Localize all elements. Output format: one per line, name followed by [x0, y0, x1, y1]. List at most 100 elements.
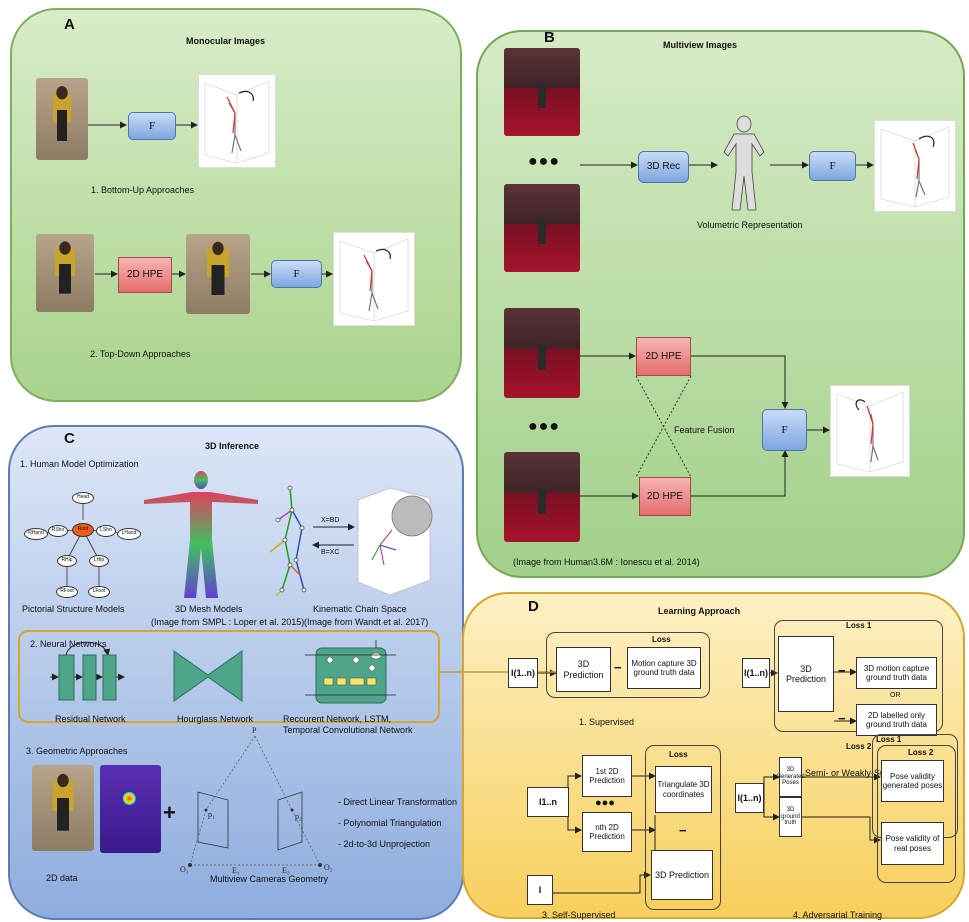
input-images-box: I(1..n) — [742, 658, 770, 688]
self-loss-box — [645, 745, 721, 910]
minus-sign: − — [838, 663, 846, 678]
geometric-approaches-label: 3. Geometric Approaches — [26, 746, 128, 756]
loss2-label: Loss 2 — [908, 748, 934, 757]
panel-b-title: Multiview Images — [663, 40, 738, 50]
smpl-mesh-image — [142, 470, 260, 600]
temporal-conv-label: Temporal Convolutional Network — [283, 725, 413, 735]
graph-node-lhip: LHip — [89, 555, 109, 567]
svg-text:P: P — [252, 726, 257, 735]
semi-supervised-label: 2. Semi- or Weakly-Supervised — [795, 768, 919, 778]
svg-text:p₁: p₁ — [208, 810, 215, 819]
graph-node-root: Root — [72, 523, 94, 537]
3d-rec-box: 3D Rec — [638, 151, 689, 183]
bottom-up-label: 1. Bottom-Up Approaches — [91, 185, 195, 195]
graph-node-head: Head — [72, 492, 94, 504]
loss-label: Loss — [669, 750, 688, 759]
multiview-photo — [504, 452, 580, 542]
adversarial-label: 4. Adversarial Training — [793, 910, 883, 920]
volumetric-label: Volumetric Representation — [697, 220, 803, 230]
kinematic-chain-label: Kinematic Chain Space — [313, 604, 407, 614]
human-model-optimization-label: 1. Human Model Optimization — [20, 459, 139, 469]
3d-prediction-box: 3D Prediction — [651, 850, 713, 900]
f-box: F — [128, 112, 176, 140]
graph-node-rhip: RHip — [57, 555, 77, 567]
2d-hpe-box: 2D HPE — [636, 337, 691, 376]
3d-pose-plot — [333, 232, 415, 326]
3d-pose-plot — [874, 120, 956, 212]
nth-2d-prediction-box: nth 2D Prediction — [582, 812, 632, 852]
human36m-citation: (Image from Human3.6M : Ionescu et al. 2… — [513, 557, 700, 567]
volumetric-mesh-image — [718, 112, 770, 214]
neural-networks-label: 2. Neural Networks — [30, 639, 107, 649]
f-box: F — [762, 409, 807, 451]
f-box: F — [271, 260, 322, 288]
more-views-dots: ●●● — [528, 153, 560, 170]
residual-network-label: Residual Network — [55, 714, 126, 724]
panel-d-letter: D — [528, 598, 539, 615]
svg-text:E₂: E₂ — [282, 866, 290, 875]
2d-labelled-gt-box: 2D labelled only ground truth data — [856, 704, 937, 736]
triangulate-box: Triangulate 3D coordinates — [655, 766, 712, 813]
3d-motion-gt-box: 3D motion capture ground truth data — [856, 657, 937, 689]
panel-c-letter: C — [64, 430, 75, 447]
1st-2d-prediction-box: 1st 2D Prediction — [582, 755, 632, 797]
input-images-box: I1..n — [527, 787, 569, 817]
loss1-label: Loss 1 — [846, 621, 872, 630]
plus-sign: + — [163, 800, 176, 825]
loss1-label: Loss 1 — [876, 735, 902, 744]
svg-text:O₁: O₁ — [180, 865, 189, 874]
2d-data-label: 2D data — [46, 873, 78, 883]
hourglass-network-label: Hourglass Network — [177, 714, 254, 724]
input-images-box: I(1..n) — [735, 783, 764, 813]
mesh-models-label: 3D Mesh Models — [175, 604, 243, 614]
graph-node-rfoot: RFoot — [56, 586, 78, 598]
3d-pose-plot — [198, 74, 276, 168]
pictorial-structure-label: Pictorial Structure Models — [22, 604, 125, 614]
panel-monocular — [10, 8, 462, 402]
neural-networks-box — [18, 630, 440, 723]
graph-node-lfoot: LFoot — [88, 586, 110, 598]
person-2d-photo — [32, 765, 94, 851]
motion-capture-gt-box: Motion capture 3D ground truth data — [627, 647, 701, 689]
polynomial-triangulation-label: - Polynomial Triangulation — [338, 818, 442, 828]
input-image-box: I — [527, 875, 553, 905]
minus-sign: − — [614, 660, 622, 675]
3d-pose-plot — [830, 385, 910, 477]
panel-c-title: 3D Inference — [205, 441, 260, 451]
3d-ground-truth-box: 3D ground truth — [779, 797, 802, 837]
loss-label: Loss — [652, 635, 671, 644]
heatmap-image — [100, 765, 161, 853]
input-images-box: I(1..n) — [508, 658, 538, 688]
xbd-label: X=BD — [321, 517, 340, 524]
minus-sign: − — [679, 823, 687, 838]
generated-poses-box: 3D Generated Poses — [776, 757, 805, 797]
panel-a-letter: A — [64, 16, 75, 33]
panel-d-title: Learning Approach — [658, 606, 741, 616]
loss2-box — [877, 745, 956, 883]
multiview-photo — [504, 308, 580, 398]
person-photo — [36, 78, 88, 160]
graph-node-rsho: RSho — [48, 525, 68, 537]
2d-hpe-box: 2D HPE — [118, 257, 172, 293]
more-views-dots: ●●● — [528, 418, 560, 435]
or-label: OR — [890, 692, 901, 699]
3d-prediction-box: 3D Prediction — [778, 636, 834, 712]
pose-validity-generated-box: Pose validity generated poses — [881, 760, 944, 802]
svg-text:O₂: O₂ — [324, 863, 333, 872]
supervised-loss-box — [546, 632, 710, 698]
svg-text:p₂: p₂ — [295, 812, 302, 821]
feature-fusion-label: Feature Fusion — [674, 425, 735, 435]
panel-a-title: Monocular Images — [186, 36, 266, 46]
wandt-citation: (Image from Wandt et al. 2017) — [304, 617, 429, 627]
bxc-label: B=XC — [321, 549, 340, 556]
supervised-label: 1. Supervised — [579, 717, 635, 727]
multiview-photo — [504, 48, 580, 136]
self-supervised-label: 3. Self-Supervised — [542, 910, 616, 920]
smpl-citation: (Image from SMPL : Loper et al. 2015) — [151, 617, 305, 627]
minus-sign: − — [838, 711, 846, 726]
loss2-label: Loss 2 — [846, 742, 872, 751]
unprojection-label: - 2d-to-3d Unprojection — [338, 839, 431, 849]
multiview-photo — [504, 184, 580, 272]
